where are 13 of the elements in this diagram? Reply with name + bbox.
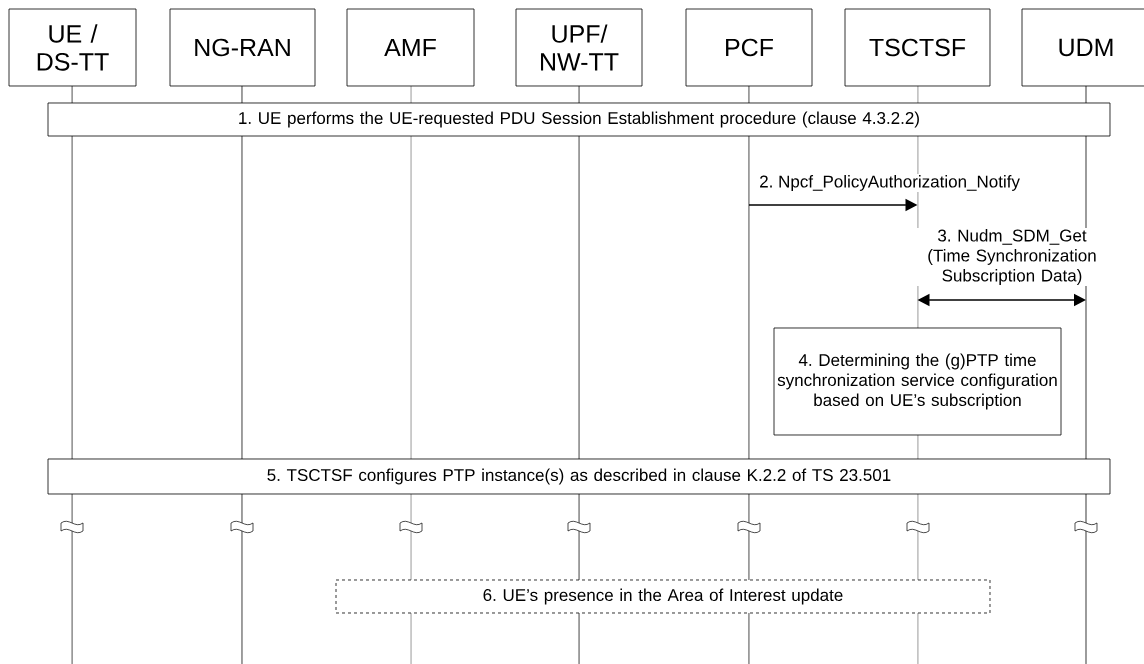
message-label: 2. Npcf_PolicyAuthorization_Notify xyxy=(758,174,1021,192)
step-box: 5. TSCTSF configures PTP instance(s) as described in clause K.2.2 of TS 23.501 xyxy=(47,458,1111,495)
participant-box: PCF xyxy=(685,8,813,87)
step-box: 4. Determining the (g)PTP time synchronization service configuration based on UE’s subscription xyxy=(773,327,1062,436)
participant-box: NG-RAN xyxy=(169,8,316,87)
participant-box: AMF xyxy=(346,8,475,87)
participant-box: TSCTSF xyxy=(844,8,991,87)
participant-box: UDM xyxy=(1021,8,1144,87)
step-box: 6. UE’s presence in the Area of Interest update xyxy=(335,579,991,614)
participant-box: UE / DS-TT xyxy=(8,8,137,87)
participant-box: UPF/ NW-TT xyxy=(515,8,643,87)
step-box: 1. UE performs the UE-requested PDU Session Establishment procedure (clause 4.3.2.2) xyxy=(47,102,1111,137)
message-label: 3. Nudm_SDM_Get (Time Synchronization Subscription Data) xyxy=(914,228,1110,286)
